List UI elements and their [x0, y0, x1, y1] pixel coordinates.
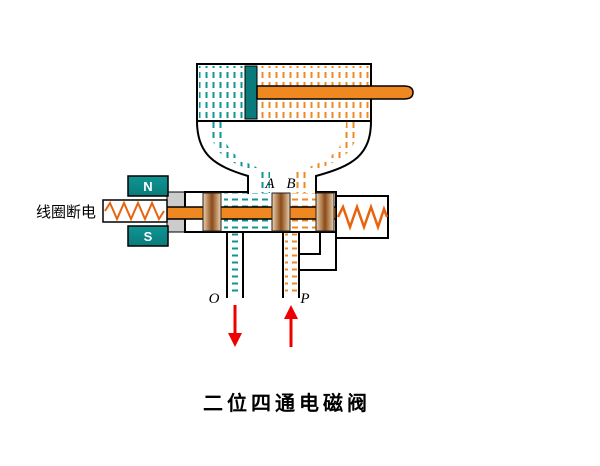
- solenoid: N S 线圈断电: [36, 175, 169, 247]
- diagram-title: 二位四通电磁阀: [203, 391, 371, 415]
- port-a-label: A: [264, 176, 275, 192]
- coil-state-label: 线圈断电: [36, 203, 96, 221]
- passage-a-teal: [210, 121, 270, 193]
- spool-rod: [165, 206, 337, 220]
- piston: [244, 65, 258, 120]
- spool-land-3: [315, 192, 335, 232]
- pipe-o-fluid: [229, 232, 241, 296]
- flow-arrows: [228, 305, 298, 347]
- flow-arrow-up-icon: [284, 305, 298, 347]
- flow-arrow-down-icon: [228, 305, 242, 347]
- magnet-pole-n: [127, 175, 169, 197]
- elbow-pipe-inner: [299, 232, 321, 255]
- goblet-outline-fill: [197, 121, 371, 194]
- goblet-passages: [196, 120, 372, 194]
- piston-rod: [256, 85, 414, 100]
- goblet-wall-left: [196, 120, 249, 194]
- port-b-label: B: [286, 176, 295, 192]
- port-labels: A B O P: [209, 176, 310, 307]
- magnet-pole-s: [127, 225, 169, 247]
- port-pipes: [226, 232, 337, 298]
- pole-n-label: N: [143, 179, 152, 194]
- port-p-label: P: [299, 291, 309, 307]
- spring-chamber: [335, 195, 389, 239]
- return-spring: [336, 203, 389, 231]
- coil-winding: [104, 200, 165, 222]
- elbow-pipe-outer: [299, 232, 337, 271]
- goblet-wall-right: [315, 120, 372, 194]
- port-o-label: O: [209, 291, 220, 307]
- pole-s-label: S: [144, 229, 153, 244]
- cylinder: [196, 63, 414, 122]
- pipe-p-fluid: [285, 232, 297, 296]
- spool-land-1: [202, 192, 222, 232]
- cylinder-left-fluid: [199, 66, 245, 119]
- passage-b-orange: [294, 121, 358, 193]
- spool-land-2: [271, 192, 291, 232]
